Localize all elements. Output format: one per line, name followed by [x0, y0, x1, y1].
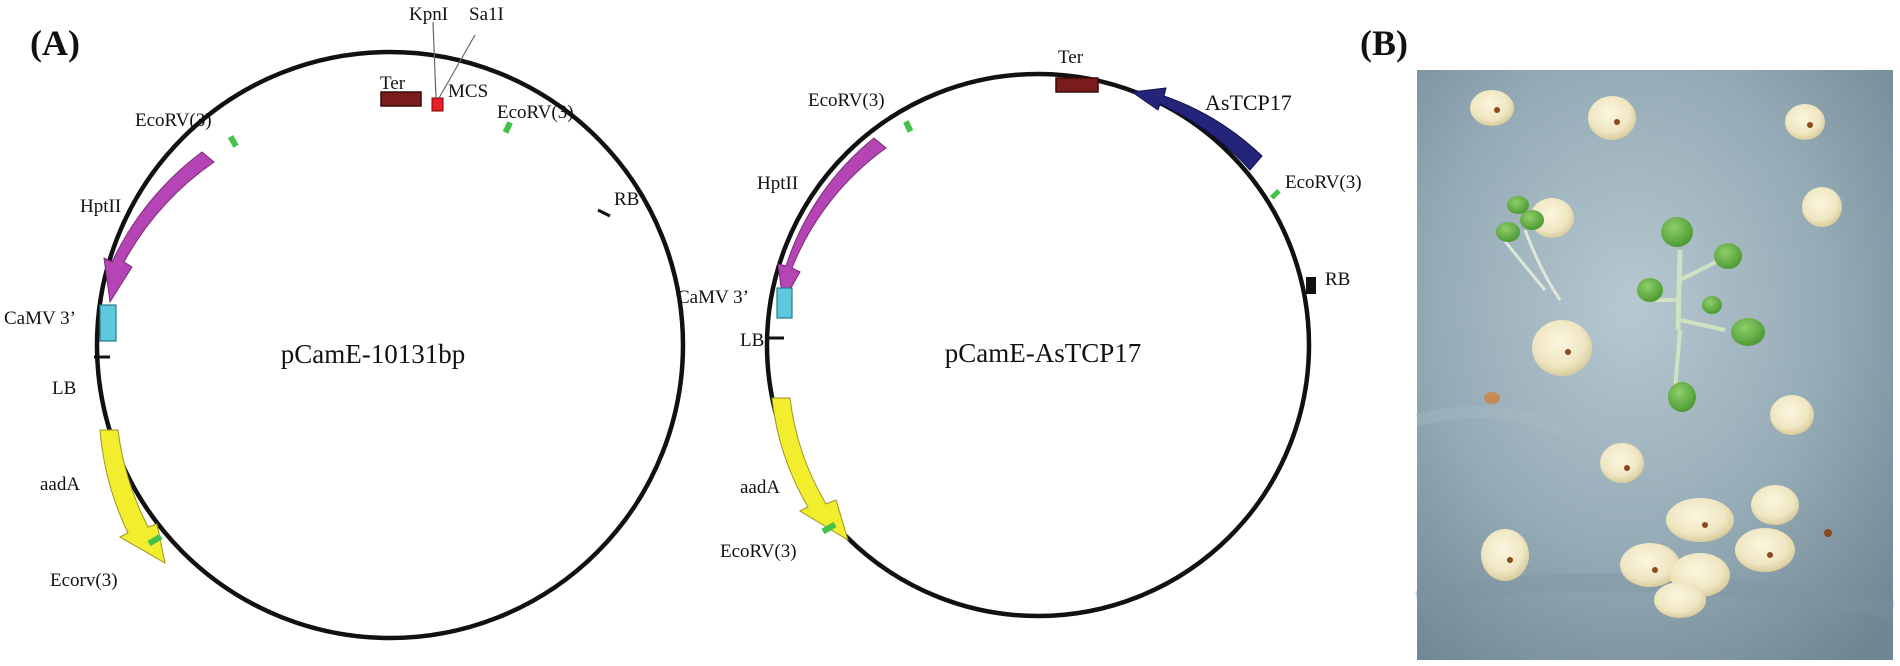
hptii-label: HptII: [80, 196, 121, 217]
camv-label: CaMV 3’: [4, 308, 76, 329]
ter-label: Ter: [380, 73, 406, 94]
ter-feature: [380, 91, 422, 107]
ecorv-site-top-2: [903, 120, 914, 133]
plasmid-backbone-1: [94, 49, 686, 641]
camv-feature-2: [776, 287, 793, 319]
camv-label-2: CaMV 3’: [677, 287, 749, 308]
ter-feature-2: [1055, 77, 1099, 93]
seedling-plate-photo: [1415, 70, 1895, 660]
map1-title: pCamE-10131bp: [281, 339, 465, 369]
plasmid-map-1: Ter KpnI Sa1I MCS EcoRV(3) EcoRV(3) RB H…: [4, 4, 686, 641]
ter-label-2: Ter: [1058, 47, 1084, 68]
seed-cluster: [1470, 90, 1842, 618]
ecorv-top-label: EcoRV(3): [135, 110, 212, 131]
map2-title: pCamE-AsTCP17: [945, 338, 1142, 368]
ecorv-bottom-label-2: EcoRV(3): [720, 541, 797, 562]
kpni-label: KpnI: [409, 4, 448, 25]
panel-label-b: (B): [1360, 23, 1408, 63]
rb-marker-2: [1306, 277, 1316, 294]
rb-marker: [597, 208, 611, 218]
hptii-label-2: HptII: [757, 173, 798, 194]
rb-label: RB: [614, 189, 639, 210]
ecorv-right-label: EcoRV(3): [497, 102, 574, 123]
ecorv-bottom-label: Ecorv(3): [50, 570, 118, 591]
sali-label: Sa1I: [469, 4, 504, 25]
camv-feature: [99, 304, 117, 342]
green-seedlings: [1496, 196, 1765, 412]
rb-label-2: RB: [1325, 269, 1350, 290]
mcs-label: MCS: [448, 81, 488, 102]
astcp17-label: AsTCP17: [1205, 90, 1292, 115]
ecorv-site-right-2: [1270, 189, 1281, 200]
lb-label: LB: [52, 378, 76, 399]
aada-label: aadA: [40, 474, 80, 495]
aada-arrow: [99, 429, 166, 564]
aada-label-2: aadA: [740, 477, 780, 498]
aada-arrow-2: [771, 397, 849, 542]
lb-label-2: LB: [740, 330, 764, 351]
ecorv-right-label-2: EcoRV(3): [1285, 172, 1362, 193]
ecorv-top-label-2: EcoRV(3): [808, 90, 885, 111]
sali-leader-line: [438, 34, 476, 99]
ecorv-site-bottom-2: [821, 521, 837, 535]
hptii-arrow-2: [777, 137, 887, 304]
ecorv-site-top: [227, 135, 239, 148]
hptii-arrow: [103, 151, 215, 304]
plasmid-map-2: Ter AsTCP17 EcoRV(3) RB EcoRV(3) HptII C…: [677, 47, 1362, 619]
ecorv-site-bottom: [147, 533, 163, 547]
panel-label-a: (A): [30, 23, 80, 63]
mcs-feature: [431, 97, 444, 112]
astcp17-arrow: [1130, 87, 1263, 171]
kpni-leader-line: [432, 21, 437, 99]
ecorv-site-right: [502, 121, 513, 134]
plasmid-backbone-2: [764, 71, 1312, 619]
